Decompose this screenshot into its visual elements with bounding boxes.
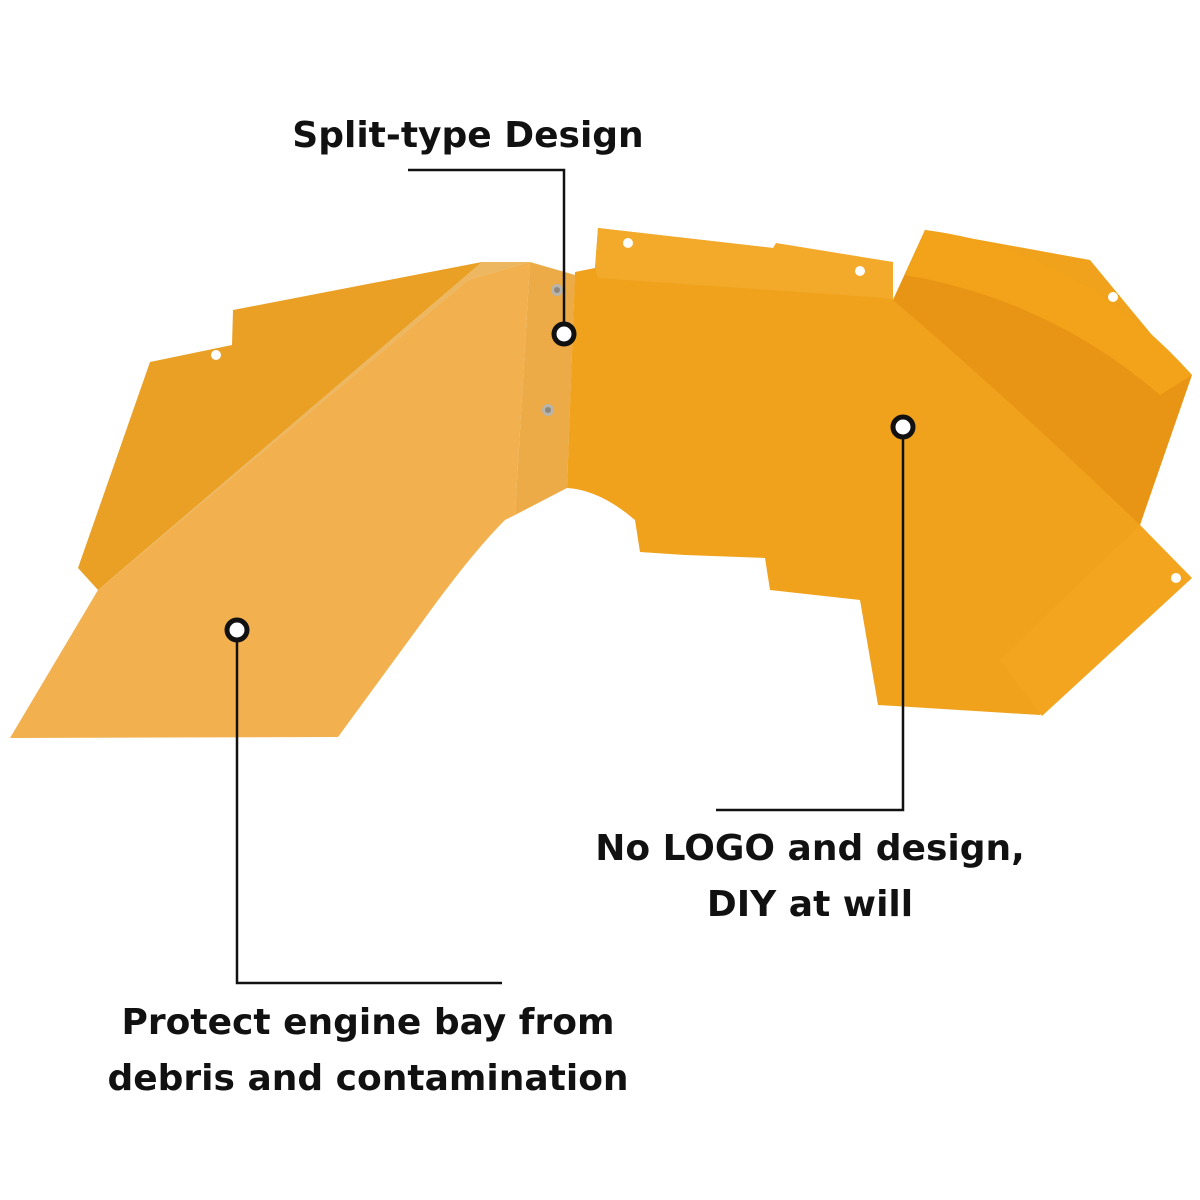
leader-lines <box>235 168 905 985</box>
marker-protect <box>224 617 250 643</box>
seam-bolt <box>551 284 563 296</box>
bolt-hole <box>855 266 865 276</box>
callout-protect-engine-bay: Protect engine bay from debris and conta… <box>68 995 668 1107</box>
bolt-hole <box>623 238 633 248</box>
callout-no-logo: No LOGO and design, DIY at will <box>560 821 1060 933</box>
bolt-hole <box>211 350 221 360</box>
right-panel-lower-extension <box>1000 525 1192 716</box>
callout-text: DIY at will <box>706 884 914 925</box>
leader-line-split <box>408 168 566 332</box>
right-panel-top-tab <box>595 228 893 300</box>
callout-text: Protect engine bay from <box>121 1002 615 1043</box>
marker-logo <box>890 414 916 440</box>
seam-bolt <box>542 404 554 416</box>
callout-text: Split-type Design <box>292 115 644 156</box>
leader-line-protect <box>235 630 502 985</box>
left-panel-lower-slope <box>10 262 530 738</box>
fender-liner-image <box>10 228 1192 738</box>
marker-split <box>551 321 577 347</box>
callout-text: No LOGO and design, <box>595 828 1025 869</box>
callout-split-type-design: Split-type Design <box>268 108 668 164</box>
leader-line-logo <box>716 427 905 812</box>
right-panel-hump <box>893 230 1192 525</box>
left-panel-upper-flange <box>78 262 482 590</box>
bolt-hole <box>1171 573 1181 583</box>
callout-markers <box>224 321 916 643</box>
callout-text: debris and contamination <box>107 1058 629 1099</box>
bolt-hole <box>1108 292 1118 302</box>
right-panel-hump-top <box>905 230 1192 395</box>
